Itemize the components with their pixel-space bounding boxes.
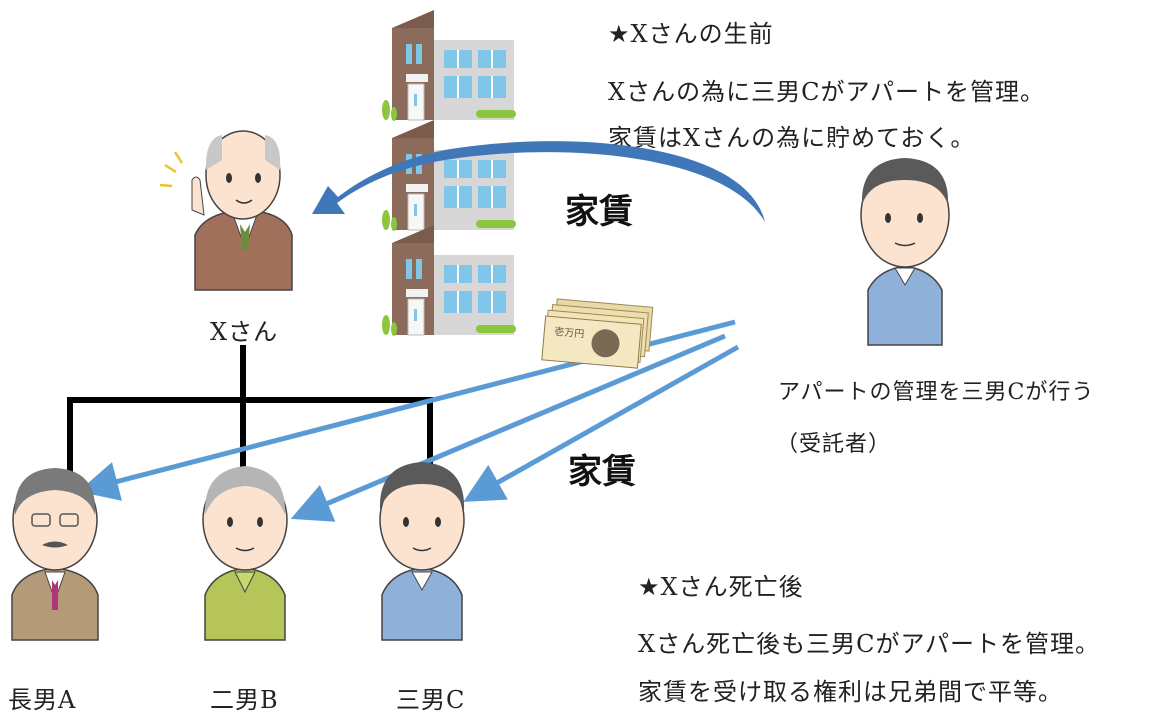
after-line-1: Xさん死亡後も三男Cがアパートを管理。 <box>638 630 1100 658</box>
trustee-role-label: アパートの管理を三男Cが行う <box>778 380 1095 405</box>
banknote-text: 壱万円 <box>554 325 585 341</box>
banknotes-icon: 壱万円 <box>541 298 654 369</box>
arrow-to-son-b <box>290 333 726 522</box>
rent-label-bottom: 家賃 <box>568 452 636 492</box>
apartment-building-icon <box>381 9 517 122</box>
trustee-note-label: （受託者） <box>776 432 892 457</box>
son-b-label: 二男B <box>210 686 279 714</box>
father-label: Xさん <box>210 318 279 346</box>
father-x-figure <box>159 130 293 291</box>
arrow-to-son-c <box>463 344 740 502</box>
son-c-figure <box>379 462 465 641</box>
son-a-label: 長男A <box>8 686 77 714</box>
trustee-son-c-figure <box>860 158 950 346</box>
after-line-2: 家賃を受け取る権利は兄弟間で平等。 <box>638 678 1063 706</box>
rent-label-top: 家賃 <box>565 192 633 232</box>
son-b-figure <box>202 466 288 641</box>
apartment-building-icon <box>381 119 517 232</box>
apartment-building-icon <box>381 224 517 337</box>
before-line-1: Xさんの為に三男Cがアパートを管理。 <box>608 78 1045 106</box>
son-a-figure <box>11 468 99 641</box>
before-line-2: 家賃はXさんの為に貯めておく。 <box>608 124 976 152</box>
son-c-label: 三男C <box>396 686 466 714</box>
before-heading: ★Xさんの生前 <box>608 20 774 48</box>
rent-flow-curved-arrow <box>312 141 765 222</box>
after-heading: ★Xさん死亡後 <box>638 573 804 601</box>
